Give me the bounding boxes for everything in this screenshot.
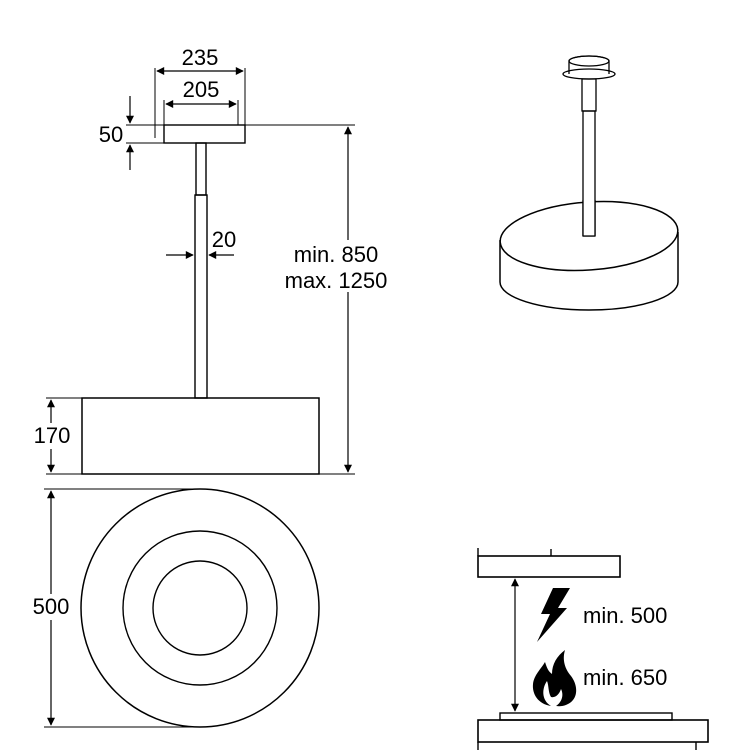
perspective-view <box>499 55 679 311</box>
dimension-20: 20 <box>166 227 236 259</box>
lower-pole <box>194 194 208 399</box>
dimension-235: 235 <box>154 45 246 138</box>
dimension-label-170: 170 <box>34 423 71 448</box>
hood-body <box>81 397 320 475</box>
hood-inner-circle <box>152 560 248 656</box>
cooktop <box>477 719 709 743</box>
side-elevation-view: 235 205 50 20 min. 85 <box>28 45 402 475</box>
hood-plate <box>477 555 621 578</box>
dimension-50: 50 <box>99 96 164 170</box>
hood-outer-circle <box>80 488 320 728</box>
dimension-label-235: 235 <box>182 45 219 70</box>
bottom-plan-view: 500 <box>22 488 320 728</box>
dimension-total-length: min. 850 max. 1250 <box>245 124 402 475</box>
hob-surface <box>499 712 673 721</box>
dimension-label-min-length: min. 850 <box>294 242 378 267</box>
lightning-bolt-icon <box>537 588 570 642</box>
flame-icon <box>532 650 577 707</box>
dimension-170: 170 <box>28 397 82 475</box>
dimension-label-500: 500 <box>33 594 70 619</box>
dimension-500: 500 <box>22 488 200 728</box>
hood-middle-circle <box>122 530 278 686</box>
clearance-gas-label: min. 650 <box>583 665 667 690</box>
dimension-label-20: 20 <box>212 227 236 252</box>
dimension-label-max-length: max. 1250 <box>285 268 388 293</box>
clearance-electric-label: min. 500 <box>583 603 667 628</box>
hood-body-3d <box>499 232 679 311</box>
upper-pole <box>195 142 207 196</box>
dimension-205: 205 <box>163 77 239 125</box>
dimension-label-50: 50 <box>99 122 123 147</box>
ceiling-canopy <box>163 124 246 144</box>
dimension-label-205: 205 <box>183 77 220 102</box>
clearance-view: min. 500 min. 650 <box>477 548 709 750</box>
